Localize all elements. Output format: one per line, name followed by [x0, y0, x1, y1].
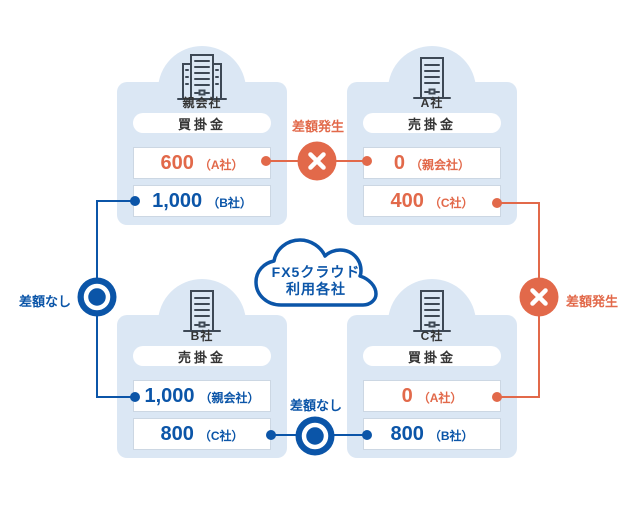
amount-value: 0 [401, 385, 413, 407]
counterparty-label: （A社） [417, 391, 463, 405]
cloud-caption-line2: 利用各社 [286, 281, 346, 297]
connector-dot [492, 392, 502, 402]
company-name: B社 [190, 329, 214, 343]
amount-value: 400 [390, 190, 424, 212]
account-pill: 売掛金 [363, 113, 501, 133]
account-label: 売掛金 [177, 349, 226, 365]
account-label: 売掛金 [407, 116, 456, 132]
counterparty-label: （親会社） [199, 391, 260, 405]
connector-line [97, 200, 136, 202]
amount-row: 0 （A社） [363, 380, 501, 412]
account-pill: 買掛金 [363, 346, 501, 366]
mismatch-cross-icon [519, 277, 559, 317]
amount-row: 600 （A社） [133, 147, 271, 179]
card-company-c: C社 買掛金 0 （A社） 800 （B社） [347, 279, 517, 461]
mismatch-cross-icon [297, 141, 337, 181]
match-circle-icon [295, 416, 335, 456]
amount-value: 800 [160, 423, 194, 445]
connector-line [497, 202, 540, 204]
counterparty-label: （C社） [428, 196, 474, 210]
connector-dot [492, 198, 502, 208]
card-company-a: A社 売掛金 0 （親会社） 400 （C社） [347, 46, 517, 228]
difference-status-label: 差額発生 [291, 119, 344, 134]
cloud-caption: FX5クラウド 利用各社 [251, 264, 381, 298]
connector-line [97, 396, 136, 398]
company-name: 親会社 [182, 96, 222, 110]
company-name: A社 [420, 96, 444, 110]
office-building-icon [413, 57, 451, 99]
connector-dot [261, 156, 271, 166]
amount-row: 1,000 （親会社） [133, 380, 271, 412]
connector-line [497, 396, 540, 398]
connector-dot [362, 430, 372, 440]
counterparty-label: （C社） [198, 429, 244, 443]
card-company-b: B社 売掛金 1,000 （親会社） 800 （C社） [117, 279, 287, 461]
amount-value: 600 [160, 152, 194, 174]
counterparty-label: （親会社） [410, 158, 471, 172]
match-circle-icon [77, 277, 117, 317]
difference-status-label: 差額なし [18, 294, 71, 309]
amount-value: 1,000 [152, 190, 203, 212]
amount-row: 0 （親会社） [363, 147, 501, 179]
office-building-large-icon [177, 54, 227, 100]
amount-row: 800 （B社） [363, 418, 501, 450]
amount-row: 1,000 （B社） [133, 185, 271, 217]
account-pill: 売掛金 [133, 346, 271, 366]
amount-row: 400 （C社） [363, 185, 501, 217]
account-label: 買掛金 [177, 116, 226, 132]
account-pill: 買掛金 [133, 113, 271, 133]
amount-value: 1,000 [144, 385, 195, 407]
amount-value: 0 [393, 152, 406, 174]
connector-dot [362, 156, 372, 166]
cloud-icon [254, 238, 378, 307]
connector-dot [130, 392, 140, 402]
counterparty-label: （B社） [428, 429, 474, 443]
connector-dot [130, 196, 140, 206]
difference-status-label: 差額発生 [565, 294, 618, 309]
cloud-caption-line1: FX5クラウド [271, 264, 361, 280]
account-label: 買掛金 [407, 349, 456, 365]
difference-status-label: 差額なし [289, 398, 342, 413]
office-building-icon [413, 290, 451, 332]
counterparty-label: （A社） [198, 158, 244, 172]
amount-row: 800 （C社） [133, 418, 271, 450]
office-building-icon [183, 290, 221, 332]
company-name: C社 [420, 329, 444, 343]
fx5-cloud: FX5クラウド 利用各社 [251, 231, 381, 315]
counterparty-label: （B社） [207, 196, 252, 210]
amount-value: 800 [390, 423, 424, 445]
card-parent-company: 親会社 買掛金 600 （A社） 1,000 （B社） [117, 46, 287, 228]
connector-dot [266, 430, 276, 440]
